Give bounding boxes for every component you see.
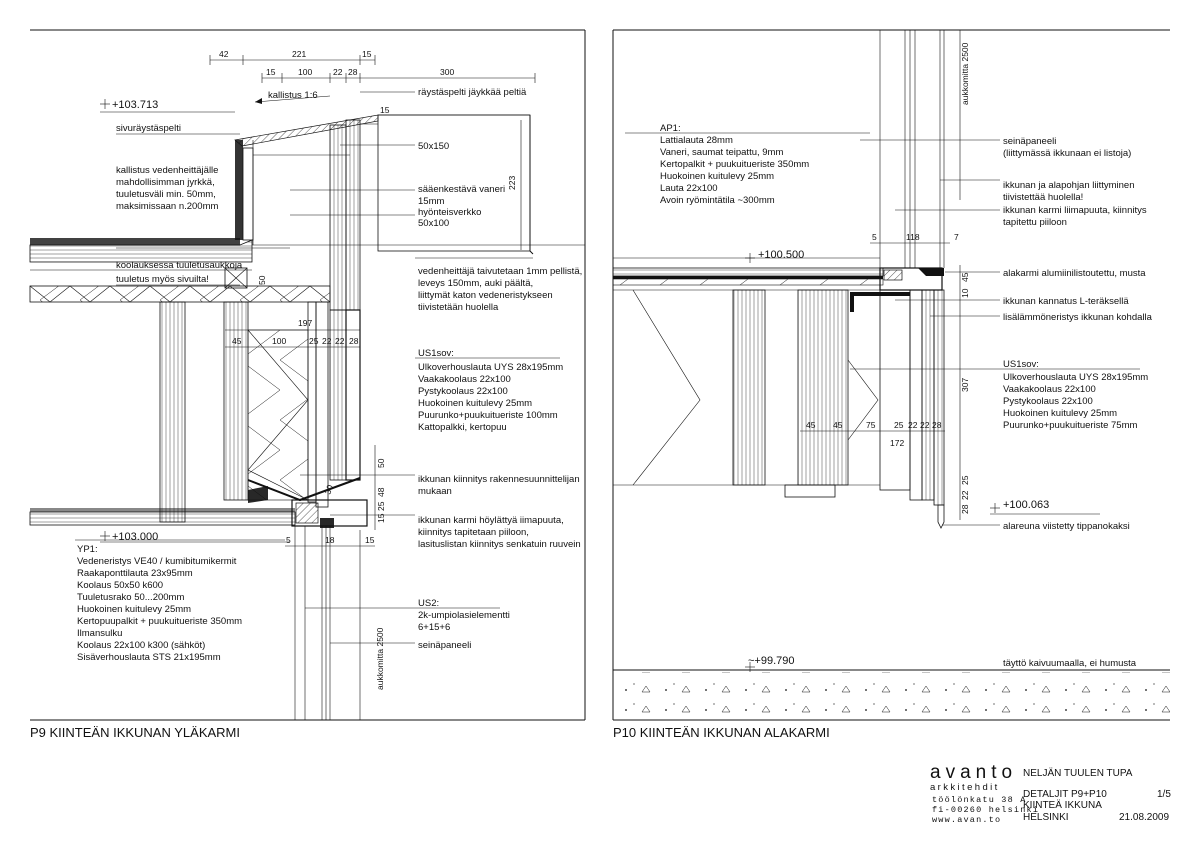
dim-r22b: 22 (920, 420, 930, 430)
dim-7: 7 (954, 232, 959, 242)
city: HELSINKI (1023, 812, 1069, 823)
dim-28: 28 (348, 67, 358, 77)
label-panel-left: seinäpaneeli (418, 640, 471, 651)
address: töölönkatu 38 A fi-00260 helsinki www.av… (932, 795, 1045, 825)
label-fill: täyttö kaivuumaalla, ei humusta (1003, 658, 1137, 669)
label-steel: ikkunan kannatus L-teräksellä (1003, 296, 1129, 307)
title-block: avanto arkkitehdit töölönkatu 38 A fi-00… (930, 762, 1171, 825)
label-us2: US2: 2k-umpiolasielementti 6+15+6 (418, 598, 513, 633)
dim-42: 42 (219, 49, 229, 59)
dim-22a: 22 (322, 336, 332, 346)
dim-15b: 15 (266, 67, 276, 77)
svg-text:+103.713: +103.713 (112, 99, 158, 111)
label-frame-right: ikkunan karmi liimapuuta, kiinnitys tapi… (1003, 205, 1149, 228)
label-frame-left: ikkunan karmi höylättyä iimapuuta, kiinn… (418, 515, 581, 550)
dim-r75: 75 (866, 420, 876, 430)
label-plywood: sääenkestävä vaneri 15mm hyönteisverkko … (418, 184, 508, 229)
dim-22b: 22 (335, 336, 345, 346)
dim-197: 197 (298, 318, 312, 328)
top-dimensions: 42 221 15 15 100 22 28 300 (209, 49, 536, 83)
sheet-title: DETALJIT P9+P10 (1023, 789, 1107, 800)
dim-15d: 15 (365, 535, 375, 545)
window-sill: 5 118 7 45 10 307 45 45 75 25 22 22 28 1… (800, 232, 970, 529)
window-verticals: aukkomitta 2500 (879, 30, 970, 268)
level-bottom: +103.000 (112, 531, 158, 543)
label-extra-ins: lisälämmöneristys ikkunan kohdalla (1003, 312, 1153, 323)
dim-100b: 100 (272, 336, 286, 346)
floor-structure: +100.500 (612, 249, 884, 498)
dim-5: 5 (286, 535, 291, 545)
dim-22: 22 (333, 67, 343, 77)
dim-45-right: 45 (960, 272, 970, 282)
dim-50-vent: 50 (257, 275, 267, 285)
dim-45: 45 (232, 336, 242, 346)
dim-15-eave: 15 (380, 105, 390, 115)
dim-25b: 25 (376, 501, 386, 511)
dim-223: 223 (507, 176, 517, 190)
dim-300: 300 (440, 67, 454, 77)
left-drawing: 42 221 15 15 100 22 28 300 kallistus 1:6… (29, 29, 586, 740)
label-vent: koolauksessa tuuletusaukkoja tuuletus my… (116, 260, 245, 285)
dim-48: 48 (376, 487, 386, 497)
dim-15c: 15 (376, 513, 386, 523)
left-drawing-title: P9 KIINTEÄN IKKUNAN YLÄKARMI (30, 725, 240, 740)
dim-18: 18 (325, 535, 335, 545)
dim-307: 307 (960, 378, 970, 392)
dim-10: 10 (960, 288, 970, 298)
label-ap1: AP1: Lattialauta 28mm Vaneri, saumat tei… (660, 123, 812, 206)
label-fixing: ikkunan kiinnitys rakennesuunnittelijan … (418, 474, 582, 497)
dim-100: 100 (298, 67, 312, 77)
dim-r45b: 45 (833, 420, 843, 430)
sheet-subject: KIINTEÄ IKKUNA (1023, 799, 1102, 811)
dim-221: 221 (292, 49, 306, 59)
label-joint: ikkunan ja alapohjan liittyminen tiivist… (1003, 180, 1137, 203)
label-sill: alakarmi alumiinilistoutettu, musta (1003, 268, 1146, 279)
logo-subtitle: arkkitehdit (930, 782, 1000, 793)
wall-structure: 197 45 100 25 22 22 28 50 48 25 15 30 (159, 301, 386, 530)
label-slope-note: kallistus vedenheittäjälle mahdollisimma… (116, 165, 221, 212)
dim-s25: 25 (960, 475, 970, 485)
level-top-right: +100.500 (758, 249, 804, 261)
sheet-number: 1/5 (1157, 789, 1171, 800)
dim-s22: 22 (960, 490, 970, 500)
dim-172: 172 (890, 438, 904, 448)
slope-label: kallistus 1:6 (268, 90, 318, 101)
label-drip: vedenheittäjä taivutetaan 1mm pellistä, … (418, 266, 585, 313)
dim-s28: 28 (960, 504, 970, 514)
dim-r22a: 22 (908, 420, 918, 430)
right-drawing-title: P10 KIINTEÄN IKKUNAN ALAKARMI (613, 725, 830, 740)
dim-30: 30 (322, 483, 335, 496)
leaders-left (75, 91, 560, 644)
opening-right: aukkomitta 2500 (960, 42, 970, 105)
right-drawing: aukkomitta 2500 +100.500 (612, 29, 1170, 740)
label-us1sov-right: US1sov: Ulkoverhouslauta UYS 28x195mm Va… (1003, 359, 1151, 431)
logo: avanto (930, 762, 1017, 783)
level-ground: ~+99.790 (748, 655, 795, 667)
dim-50b: 50 (376, 458, 386, 468)
ground: ~+99.790 +100.063 (613, 499, 1170, 718)
level-top: +103.713 (100, 99, 235, 113)
date: 21.08.2009 (1119, 812, 1169, 823)
dim-28b: 28 (349, 336, 359, 346)
label-50x150: 50x150 (418, 141, 449, 152)
dim-r45a: 45 (806, 420, 816, 430)
level-mid: +100.063 (1003, 499, 1049, 511)
dim-r28: 28 (932, 420, 942, 430)
opening-left: aukkomitta 2500 (375, 627, 385, 690)
dim-15: 15 (362, 49, 372, 59)
dim-r25: 25 (894, 420, 904, 430)
eaves-label: sivuräystäspelti (116, 123, 181, 134)
dim-25: 25 (309, 336, 319, 346)
dim-5-right: 5 (872, 232, 877, 242)
label-drip-right: alareuna viistetty tippanokaksi (1003, 521, 1130, 532)
label-panel-right: seinäpaneeli (liittymässä ikkunaan ei li… (1003, 136, 1131, 159)
project-name: NELJÄN TUULEN TUPA (1023, 767, 1133, 779)
label-us1sov-left: US1sov: Ulkoverhouslauta UYS 28x195mm Va… (418, 348, 566, 433)
label-yp1: YP1: Vedeneristys VE40 / kumibitumikermi… (77, 544, 245, 663)
label-rim-sheet: räystäspelti jäykkää peltiä (418, 87, 527, 98)
dim-118: 118 (906, 232, 920, 242)
leaders-right (625, 132, 1140, 526)
